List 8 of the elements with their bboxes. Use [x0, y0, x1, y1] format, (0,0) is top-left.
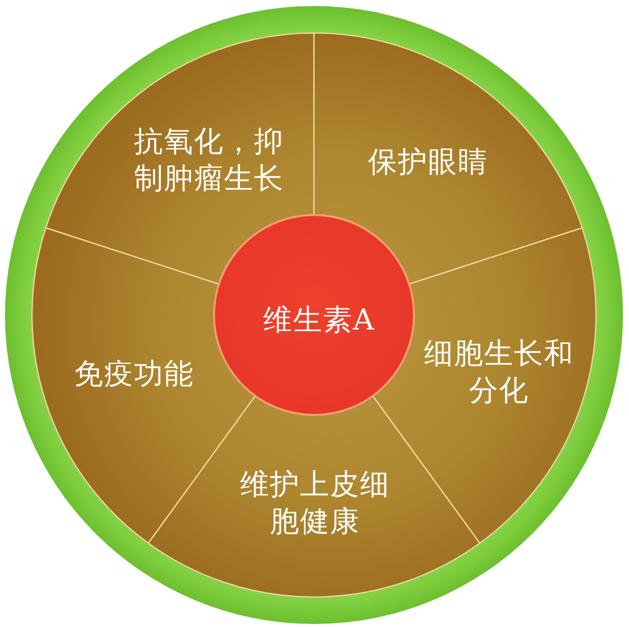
segment-label: 细胞生长和分化 — [423, 335, 575, 409]
segment-label: 保护眼睛 — [368, 144, 488, 180]
segment-label: 免疫功能 — [74, 356, 194, 392]
segment-label: 维护上皮细胞健康 — [239, 466, 391, 540]
circle-label: 维生素A — [263, 302, 375, 338]
pie-segment — [44, 32, 315, 286]
pie-segment — [312, 32, 584, 286]
segment-label: 抗氧化，抑制肿瘤生长 — [133, 123, 285, 197]
